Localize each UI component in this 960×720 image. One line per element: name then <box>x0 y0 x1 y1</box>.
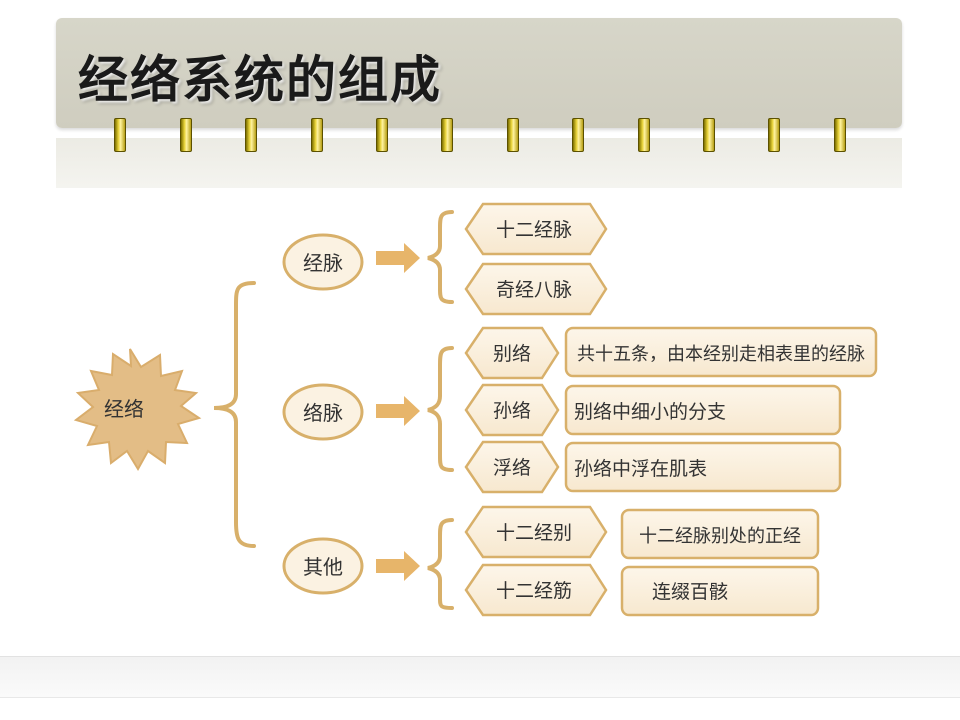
desc-text-bieluo: 共十五条，由本经别走相表里的经脉 <box>577 344 865 365</box>
root-burst-shape <box>73 348 202 471</box>
branch-node-jingmai <box>282 233 364 291</box>
brace-jingmai <box>427 210 454 304</box>
item-label-shier-jingjin: 十二经筋 <box>496 580 572 602</box>
desc-box-fuluo <box>564 441 842 493</box>
branch-label-jingmai: 经脉 <box>303 251 343 275</box>
item-hex-bieluo <box>464 326 560 380</box>
binder-ring <box>441 118 453 152</box>
item-label-shier-jingbie: 十二经别 <box>496 522 572 544</box>
binder-ring <box>180 118 192 152</box>
brace-luomai <box>427 346 454 472</box>
item-hex-shier-jingjin <box>464 563 608 617</box>
arrow-right-icon <box>376 396 420 426</box>
binder-ring <box>703 118 715 152</box>
desc-box-sunluo <box>564 384 842 436</box>
branch-label-qita: 其他 <box>303 555 343 579</box>
arrow-right-icon <box>376 243 420 273</box>
arrow-right-icon <box>376 551 420 581</box>
item-label-bieluo: 别络 <box>493 343 531 365</box>
item-hex-shier-jingmai <box>464 202 608 256</box>
root-label: 经络 <box>104 397 144 421</box>
desc-box-jingbie <box>620 508 820 560</box>
desc-box-jingjin <box>620 565 820 617</box>
item-hex-fuluo <box>464 440 560 494</box>
item-label-sunluo: 孙络 <box>493 400 531 422</box>
binder-ring <box>114 118 126 152</box>
desc-text-jingjin: 连缀百骸 <box>652 581 728 603</box>
item-label-qijing-bamai: 奇经八脉 <box>496 279 572 301</box>
desc-text-sunluo: 别络中细小的分支 <box>574 401 726 423</box>
binder-ring <box>507 118 519 152</box>
binder-ring <box>834 118 846 152</box>
binder-ring <box>638 118 650 152</box>
desc-box-bieluo <box>564 326 878 378</box>
binder-ring <box>768 118 780 152</box>
binder-ring <box>376 118 388 152</box>
desc-text-jingbie: 十二经脉别处的正经 <box>639 526 801 547</box>
item-label-fuluo: 浮络 <box>493 457 531 479</box>
footer-strip <box>0 656 960 698</box>
binder-ring <box>311 118 323 152</box>
item-hex-shier-jingbie <box>464 505 608 559</box>
brace-qita <box>427 518 454 610</box>
page-title: 经络系统的组成 <box>78 51 442 109</box>
branch-node-luomai <box>282 383 364 441</box>
item-hex-qijing-bamai <box>464 262 608 316</box>
main-brace <box>213 281 256 548</box>
item-label-shier-jingmai: 十二经脉 <box>496 219 572 241</box>
binder-ring <box>245 118 257 152</box>
title-bar <box>56 18 902 128</box>
desc-text-fuluo: 孙络中浮在肌表 <box>574 458 707 480</box>
branch-node-qita <box>282 537 364 595</box>
branch-label-luomai: 络脉 <box>303 401 343 425</box>
binder-ring <box>572 118 584 152</box>
item-hex-sunluo <box>464 383 560 437</box>
